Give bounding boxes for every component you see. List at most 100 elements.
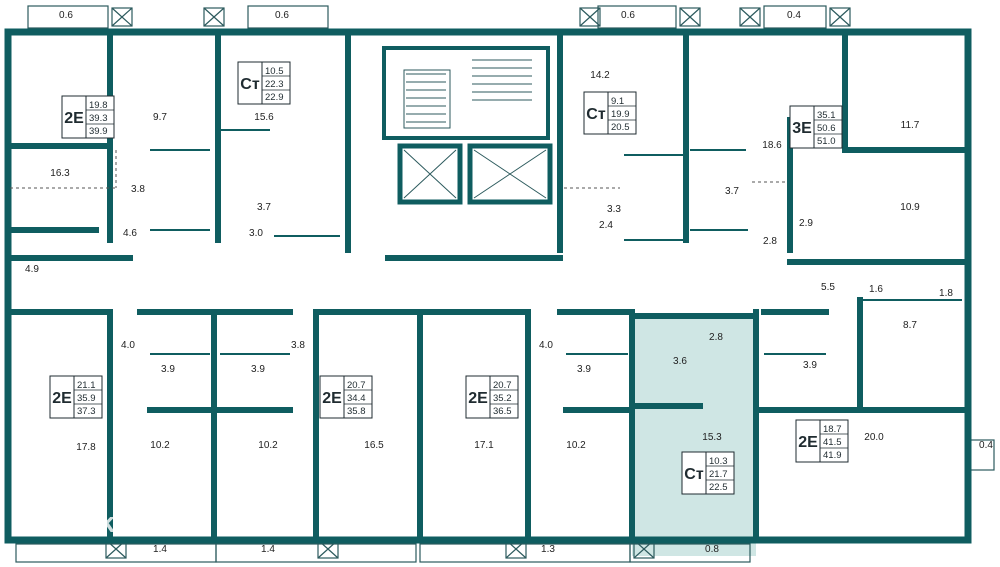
unit-type: Ст [240, 76, 260, 93]
unit-info-box[interactable]: 2E 20.7 35.2 36.5 [465, 375, 519, 419]
room-area-label: 16.3 [50, 168, 70, 179]
room-area-label: 3.9 [251, 364, 265, 375]
unit-info-box[interactable]: Ст9.119.920.5 [583, 91, 637, 135]
unit-area-value: 10.5 [265, 66, 284, 77]
room-area-label: 18.6 [762, 140, 782, 151]
room-area-label: 0.6 [621, 10, 635, 21]
room-area-label: 3.8 [291, 340, 305, 351]
room-area-label: 1.8 [939, 288, 953, 299]
unit-area-value: 20.7 [347, 380, 366, 391]
unit-area-value: 35.9 [77, 393, 96, 404]
room-area-label: 3.0 [249, 228, 263, 239]
unit-area-value: 22.5 [709, 482, 728, 493]
unit-type: 3E [792, 120, 812, 137]
unit-area-value: 22.3 [265, 79, 284, 90]
watermark: ДОМКЛИК [44, 513, 165, 537]
room-area-label: 3.3 [607, 204, 621, 215]
unit-area-value: 20.7 [493, 380, 512, 391]
unit-info-box[interactable]: Ст 10.5 22.3 22.9 [237, 61, 291, 105]
room-area-label: 17.8 [76, 442, 96, 453]
room-area-label: 0.6 [275, 10, 289, 21]
unit-area-value: 9.1 [611, 96, 624, 107]
room-area-label: 3.7 [725, 186, 739, 197]
room-area-label: 17.1 [474, 440, 494, 451]
room-area-label: 9.7 [153, 112, 167, 123]
room-area-label: 10.2 [566, 440, 586, 451]
room-area-label: 4.0 [539, 340, 553, 351]
room-area-label: 3.9 [577, 364, 591, 375]
unit-type: 2E [52, 390, 72, 407]
unit-info-box[interactable]: 3E 35.1 50.6 51.0 [789, 105, 843, 149]
unit-area-value: 21.7 [709, 469, 728, 480]
room-area-label: 14.2 [590, 70, 610, 81]
unit-type: 2E [64, 110, 84, 127]
unit-info-box[interactable]: 2E 19.8 39.3 39.9 [61, 95, 115, 139]
unit-area-value: 21.1 [77, 380, 96, 391]
highlighted-unit[interactable] [632, 316, 756, 556]
room-area-label: 3.6 [673, 356, 687, 367]
room-area-label: 16.5 [364, 440, 384, 451]
room-area-label: 3.9 [803, 360, 817, 371]
unit-info-boxes: 2E19.839.339.9Ст10.522.322.9Ст9.119.920.… [49, 61, 849, 495]
room-area-label: 3.8 [131, 184, 145, 195]
unit-area-value: 37.3 [77, 406, 96, 417]
unit-area-value: 34.4 [347, 393, 366, 404]
unit-type: 2E [468, 390, 488, 407]
room-area-label: 10.2 [150, 440, 170, 451]
room-area-label: 2.4 [599, 220, 613, 231]
unit-area-value: 35.8 [347, 406, 366, 417]
unit-area-value: 19.8 [89, 100, 108, 111]
dashed-boundaries [10, 150, 788, 189]
unit-type: 2E [322, 390, 342, 407]
room-area-label: 1.4 [153, 544, 167, 555]
staircase [403, 59, 547, 199]
room-area-label: 1.3 [541, 544, 555, 555]
unit-area-value: 35.2 [493, 393, 512, 404]
unit-area-value: 51.0 [817, 136, 836, 147]
room-area-label: 0.6 [59, 10, 73, 21]
unit-area-value: 36.5 [493, 406, 512, 417]
unit-info-box[interactable]: 2E 20.7 34.4 35.8 [319, 375, 373, 419]
room-area-label: 2.9 [799, 218, 813, 229]
room-area-label: 2.8 [763, 236, 777, 247]
room-area-label: 10.9 [900, 202, 920, 213]
room-area-label: 0.4 [787, 10, 801, 21]
room-labels: 0.6 0.6 0.6 0.4 9.7 15.6 14.2 18.6 11.7 16.3 3.8 3.… [25, 10, 993, 555]
room-area-label: 3.7 [257, 202, 271, 213]
unit-area-value: 39.9 [89, 126, 108, 137]
unit-area-value: 50.6 [817, 123, 836, 134]
unit-area-value: 35.1 [817, 110, 836, 121]
room-area-label: 3.9 [161, 364, 175, 375]
unit-area-value: 39.3 [89, 113, 108, 124]
room-area-label: 2.8 [709, 332, 723, 343]
room-area-label: 1.4 [261, 544, 275, 555]
room-area-label: 10.2 [258, 440, 278, 451]
unit-area-value: 41.5 [823, 437, 842, 448]
room-area-label: 1.6 [869, 284, 883, 295]
room-area-label: 15.6 [254, 112, 274, 123]
unit-type: Ст [684, 466, 704, 483]
partitions [150, 129, 962, 355]
room-area-label: 20.0 [864, 432, 884, 443]
room-area-label: 8.7 [903, 320, 917, 331]
room-area-label: 0.8 [705, 544, 719, 555]
room-area-label: 11.7 [901, 120, 920, 131]
walls [4, 28, 972, 544]
unit-area-value: 19.9 [611, 109, 630, 120]
room-area-label: 4.0 [121, 340, 135, 351]
unit-area-value: 22.9 [265, 92, 284, 103]
room-area-label: 4.9 [25, 264, 39, 275]
room-area-label: 0.4 [979, 440, 993, 451]
unit-area-value: 10.3 [709, 456, 728, 467]
unit-info-box[interactable]: 2E 21.1 35.9 37.3 [49, 375, 103, 419]
unit-area-value: 18.7 [823, 424, 842, 435]
unit-area-value: 20.5 [611, 122, 630, 133]
unit-info-box[interactable]: 2E 18.7 41.5 41.9 [795, 419, 849, 463]
unit-type: 2E [798, 434, 818, 451]
room-area-label: 15.3 [702, 432, 722, 443]
unit-area-value: 41.9 [823, 450, 842, 461]
unit-info-box[interactable]: Ст 10.3 21.7 22.5 [681, 451, 735, 495]
room-area-label: 5.5 [821, 282, 835, 293]
room-area-label: 4.6 [123, 228, 137, 239]
